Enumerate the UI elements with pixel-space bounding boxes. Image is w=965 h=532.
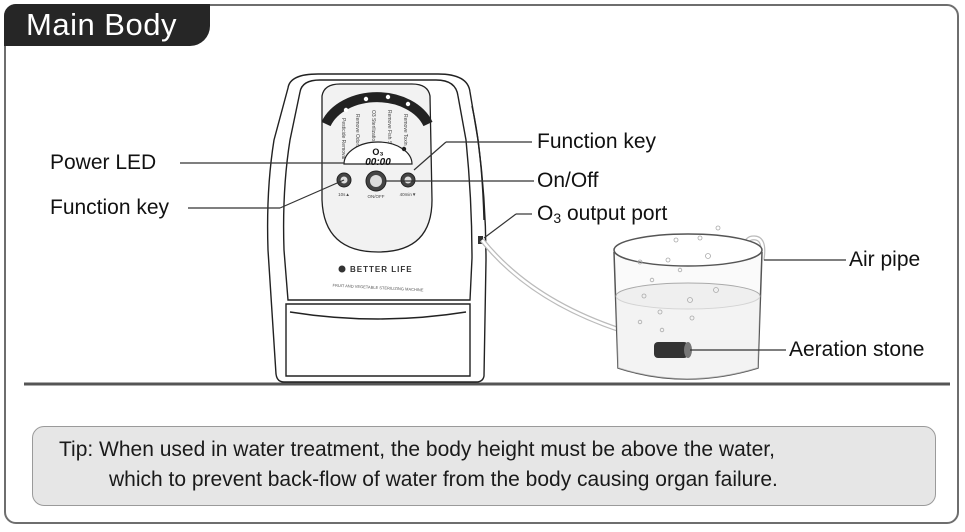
water-container — [613, 225, 763, 380]
mode-label: Pesticide Removal — [340, 118, 346, 159]
control-panel: Pesticide Removal Remove Odors O3 Steril… — [321, 83, 433, 253]
tip-line-2: which to prevent back-flow of water from… — [109, 468, 778, 491]
lcd-time-text: 00:00 — [365, 157, 391, 168]
device-side — [471, 105, 485, 221]
label-aeration-stone: Aeration stone — [789, 338, 925, 361]
mode-label: Remove Fish Smell — [386, 110, 392, 153]
brand-logo — [338, 265, 346, 273]
tip-line-1: Tip: When used in water treatment, the b… — [59, 438, 775, 461]
mode-label: Remove Toxin — [402, 114, 408, 146]
mode-label: O3 Sterilization — [370, 110, 376, 144]
water-body — [616, 296, 760, 379]
ozone-device — [266, 73, 487, 383]
diagram-frame — [4, 4, 959, 524]
brand-tagline: FRUIT AND VEGETABLE STERILIZING MACHINE — [333, 283, 424, 293]
mode-label: Remove Odors — [354, 114, 360, 148]
mode-led — [343, 107, 349, 113]
aeration-stone-icon — [654, 342, 688, 358]
brand-name: BETTER LIFE — [350, 265, 413, 274]
label-power-led: Power LED — [50, 151, 157, 174]
mode-led — [385, 94, 391, 100]
bubbles — [637, 225, 721, 333]
label-o3-output-port: O3 output port — [537, 202, 668, 226]
section-title: Main Body — [4, 4, 210, 46]
label-function-key-left: Function key — [50, 196, 170, 219]
left-key-caption: 10s▲ — [338, 192, 350, 197]
label-air-pipe: Air pipe — [849, 248, 921, 271]
lcd-o3-text: O₃ — [372, 147, 383, 157]
lcd-display — [343, 141, 413, 165]
panel-oval — [321, 83, 433, 253]
o3-output-port-icon — [478, 236, 483, 244]
device-base — [285, 303, 471, 377]
mode-led — [405, 101, 411, 107]
label-on-off: On/Off — [537, 169, 599, 192]
onoff-key-caption: ON/OFF — [368, 194, 385, 199]
device-base-lip — [289, 311, 467, 320]
mode-led — [363, 96, 369, 102]
device-front-panel — [282, 79, 473, 301]
label-function-key-right: Function key — [537, 130, 657, 153]
mode-arc — [321, 92, 433, 127]
power-led-icon — [401, 146, 407, 152]
tip-box: Tip: When used in water treatment, the b… — [32, 426, 936, 506]
leader-lines — [180, 141, 846, 351]
device-outer-shell — [266, 73, 487, 383]
container-rim — [613, 233, 763, 267]
right-key-caption: 40min▼ — [400, 192, 417, 197]
